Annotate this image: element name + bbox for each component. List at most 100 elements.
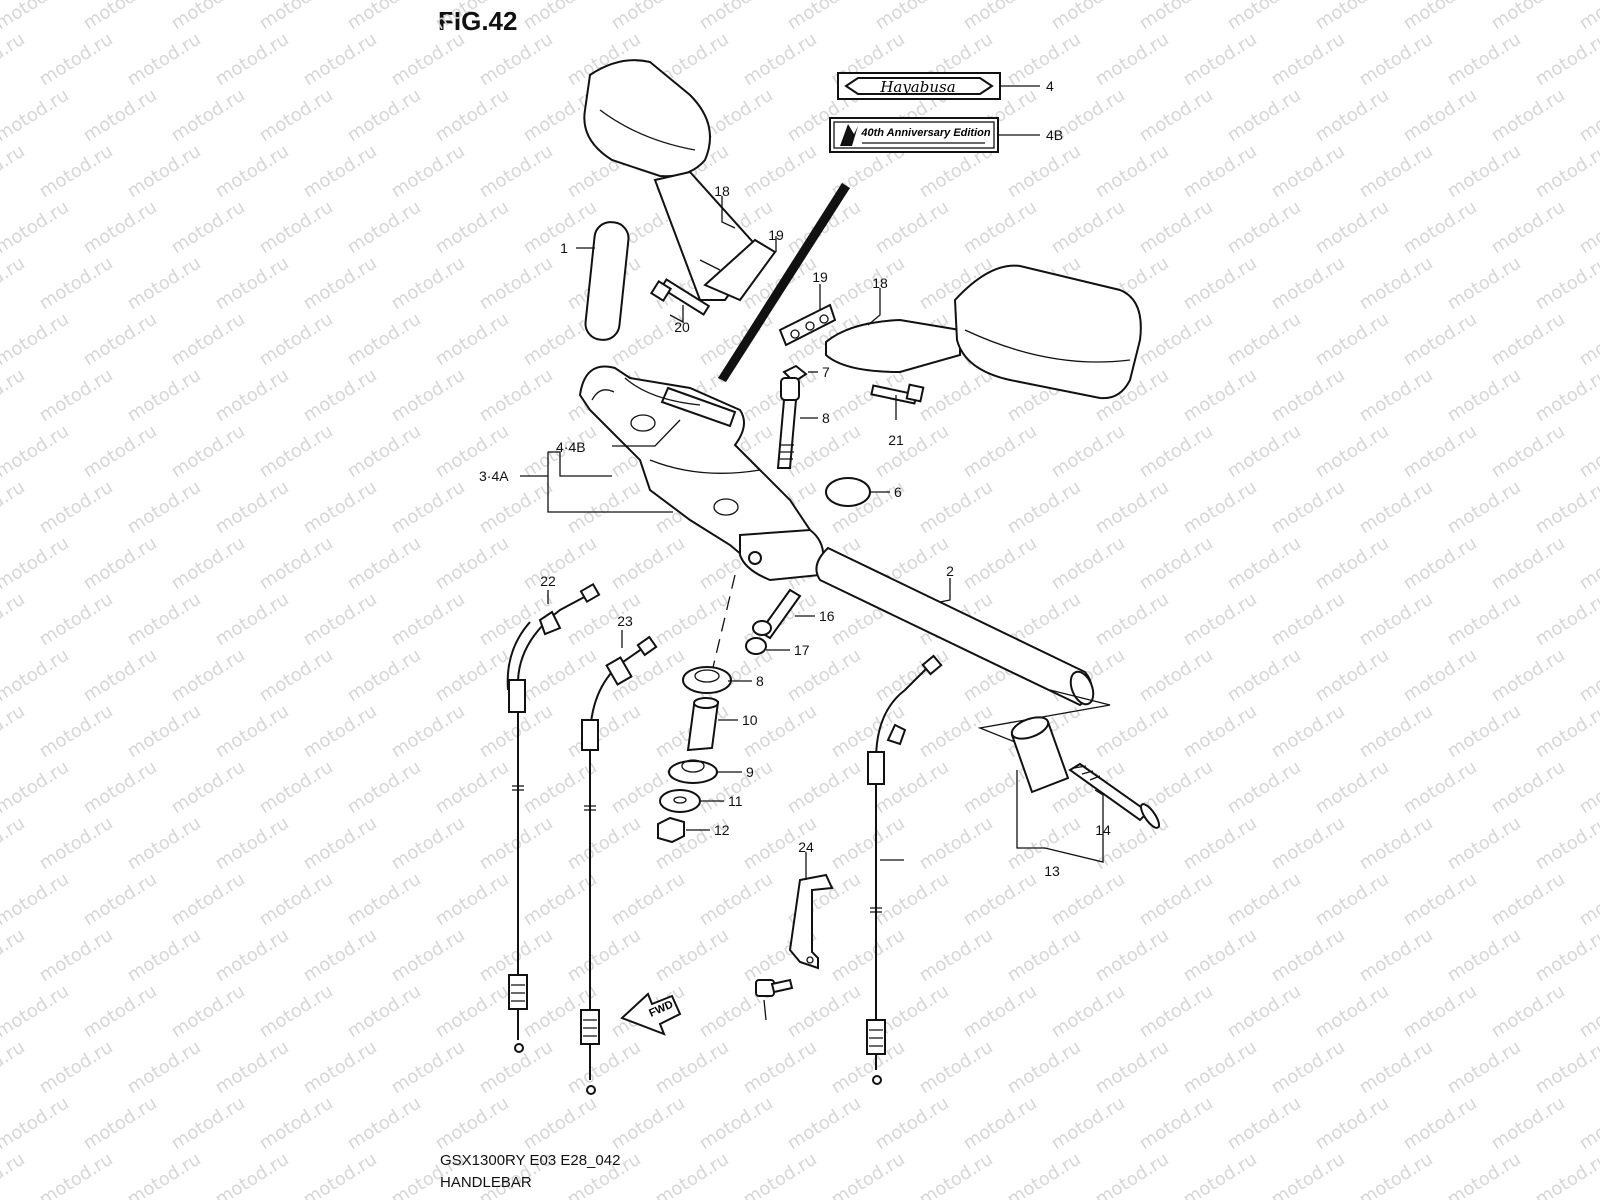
watermark-text: motod.ru: [1444, 141, 1525, 203]
watermark-text: motod.ru: [1312, 0, 1393, 34]
mirror-17: [825, 264, 1142, 400]
watermark-text: motod.ru: [1004, 29, 1085, 91]
watermark-text: motod.ru: [1356, 365, 1437, 427]
watermark-text: motod.ru: [256, 533, 337, 595]
watermark-text: motod.ru: [960, 1093, 1041, 1155]
watermark-text: motod.ru: [740, 141, 821, 203]
watermark-text: motod.ru: [124, 477, 205, 539]
emblem-4b: 40th Anniversary Edition: [829, 117, 999, 153]
cushion-8-top: [682, 666, 732, 694]
watermark-text: motod.ru: [1048, 0, 1129, 34]
watermark-text: motod.ru: [1048, 1093, 1129, 1155]
bolt-23: [755, 978, 794, 997]
watermark-text: motod.ru: [1444, 813, 1525, 875]
watermark-text: motod.ru: [916, 477, 997, 539]
watermark-text: motod.ru: [124, 29, 205, 91]
watermark-text: motod.ru: [256, 869, 337, 931]
watermark-text: motod.ru: [212, 253, 293, 315]
watermark-text: motod.ru: [1048, 421, 1129, 483]
watermark-text: motod.ru: [960, 0, 1041, 34]
watermark-text: motod.ru: [960, 533, 1041, 595]
spacer-9: [686, 697, 720, 752]
watermark-text: motod.ru: [1224, 421, 1305, 483]
callout-9: 10: [742, 712, 758, 728]
watermark-text: motod.ru: [0, 701, 29, 763]
watermark-text: motod.ru: [1092, 1149, 1173, 1200]
watermark-text: motod.ru: [1268, 253, 1349, 315]
watermark-text: motod.ru: [168, 645, 249, 707]
watermark-text: motod.ru: [1136, 645, 1217, 707]
watermark-text: motod.ru: [124, 141, 205, 203]
watermark-text: motod.ru: [916, 925, 997, 987]
section-name: HANDLEBAR: [440, 1174, 532, 1191]
watermark-text: motod.ru: [124, 813, 205, 875]
watermark-text: motod.ru: [1356, 477, 1437, 539]
watermark-text: motod.ru: [432, 645, 513, 707]
watermark-text: motod.ru: [0, 981, 73, 1043]
watermark-text: motod.ru: [344, 981, 425, 1043]
watermark-text: motod.ru: [1576, 1093, 1600, 1155]
callout-8-top: 8: [756, 673, 764, 689]
watermark-text: motod.ru: [476, 365, 557, 427]
watermark-text: motod.ru: [564, 1037, 645, 1099]
watermark-text: motod.ru: [0, 309, 73, 371]
watermark-text: motod.ru: [784, 981, 865, 1043]
watermark-text: motod.ru: [828, 925, 909, 987]
callout-10: 11: [728, 793, 743, 809]
watermark-text: motod.ru: [388, 813, 469, 875]
watermark-text: motod.ru: [784, 421, 865, 483]
callout-labels: 4 4B 18 19 19 18 1 20 21 7 8 4·4B 3·4A 6…: [479, 78, 1111, 879]
callout-4: 4: [1046, 78, 1054, 94]
watermark-text: motod.ru: [1268, 925, 1349, 987]
watermark-text: motod.ru: [784, 757, 865, 819]
watermark-text: motod.ru: [1356, 1037, 1437, 1099]
watermark-text: motod.ru: [344, 0, 425, 34]
watermark-text: motod.ru: [1444, 253, 1525, 315]
watermark-text: motod.ru: [36, 365, 117, 427]
assembly-axis: [709, 574, 736, 681]
watermark-text: motod.ru: [1312, 869, 1393, 931]
watermark-text: motod.ru: [1532, 813, 1600, 875]
callout-19-right: 21: [888, 432, 904, 448]
watermark-text: motod.ru: [1532, 141, 1600, 203]
watermark-text: motod.ru: [1048, 533, 1129, 595]
callout-19-left: 20: [674, 319, 690, 335]
gasket-18-right: [778, 303, 837, 347]
watermark-text: motod.ru: [520, 645, 601, 707]
watermark-text: motod.ru: [608, 0, 689, 34]
watermark-text: motod.ru: [432, 1093, 513, 1155]
watermark-text: motod.ru: [1136, 533, 1217, 595]
watermark-text: motod.ru: [1312, 309, 1393, 371]
watermark-text: motod.ru: [80, 309, 161, 371]
watermark-text: motod.ru: [520, 869, 601, 931]
watermark-text: motod.ru: [1312, 85, 1393, 147]
watermark-text: motod.ru: [1268, 141, 1349, 203]
watermark-text: motod.ru: [0, 533, 73, 595]
watermark-text: motod.ru: [80, 981, 161, 1043]
watermark-text: motod.ru: [1356, 141, 1437, 203]
watermark-text: motod.ru: [1576, 197, 1600, 259]
watermark-text: motod.ru: [256, 1093, 337, 1155]
watermark-text: motod.ru: [1576, 869, 1600, 931]
watermark-text: motod.ru: [872, 869, 953, 931]
watermark-text: motod.ru: [1092, 925, 1173, 987]
watermark-text: motod.ru: [564, 701, 645, 763]
watermark-text: motod.ru: [1444, 1149, 1525, 1200]
watermark-text: motod.ru: [1268, 477, 1349, 539]
screw-15: [1068, 762, 1161, 829]
watermark-text: motod.ru: [344, 869, 425, 931]
watermark-text: motod.ru: [1224, 85, 1305, 147]
watermark-text: motod.ru: [124, 589, 205, 651]
watermark-text: motod.ru: [0, 925, 29, 987]
watermark-text: motod.ru: [1092, 477, 1173, 539]
watermark-text: motod.ru: [300, 925, 381, 987]
watermark-text: motod.ru: [564, 477, 645, 539]
watermark-text: motod.ru: [80, 645, 161, 707]
watermark-text: motod.ru: [872, 197, 953, 259]
watermark-text: motod.ru: [80, 1093, 161, 1155]
watermark-text: motod.ru: [1180, 253, 1261, 315]
watermark-text: motod.ru: [1576, 309, 1600, 371]
watermark-text: motod.ru: [1444, 477, 1525, 539]
